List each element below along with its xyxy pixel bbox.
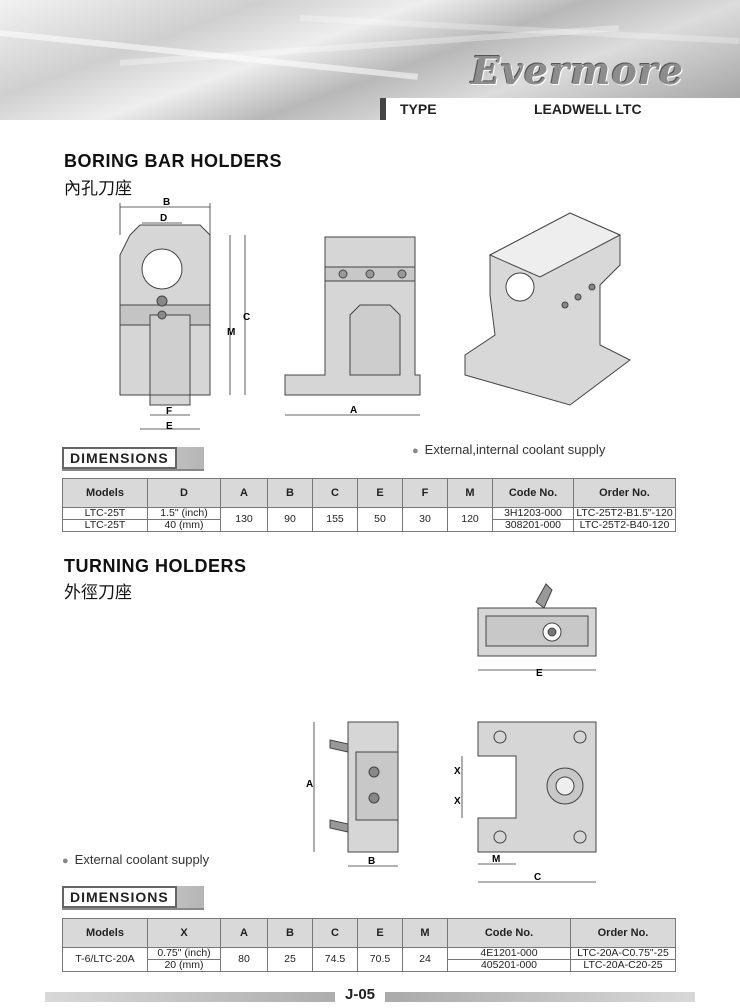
dim-e: E: [166, 421, 173, 432]
turning-side-view: [329, 721, 399, 853]
dim-e: E: [536, 668, 543, 679]
boring-title: BORING BAR HOLDERS: [64, 151, 283, 171]
table-header-row: Models D A B C E F M Code No. Order No.: [62, 478, 676, 508]
turning-front-view: [477, 721, 597, 853]
dim-x: X: [454, 766, 461, 777]
dim-f: F: [166, 406, 172, 417]
brand-logo: Evermore: [471, 48, 684, 93]
turning-drawings: E A B X X M C: [306, 583, 597, 883]
dim-a: A: [306, 779, 313, 790]
turning-note: External coolant supply: [62, 852, 209, 867]
table-row: 20 (mm) 405201-000 LTC-20A-C20-25: [63, 959, 676, 972]
boring-spec-table: Models D A B C E F M Code No. Order No. …: [62, 478, 676, 532]
table-row: T-6/LTC-20A 0.75" (inch) 80 25 74.5 70.5…: [62, 947, 676, 972]
dim-c: C: [534, 872, 541, 883]
dim-m: M: [492, 854, 500, 865]
turning-subtitle: 外徑刀座: [64, 583, 132, 603]
type-bar: [380, 98, 740, 120]
boring-drawings: B D C M F E A: [119, 197, 631, 432]
dim-x: X: [454, 796, 461, 807]
boring-dimensions-tab: DIMENSIONS: [62, 447, 204, 471]
dim-d: D: [160, 213, 167, 224]
table-header-row: Models X A B C E M Code No. Order No.: [62, 918, 676, 948]
boring-iso-view: [464, 212, 631, 406]
boring-subtitle: 內孔刀座: [64, 179, 132, 199]
boring-front-view: [119, 224, 211, 406]
turning-title: TURNING HOLDERS: [64, 556, 247, 576]
turning-spec-table: Models X A B C E M Code No. Order No. T-…: [62, 918, 676, 972]
boring-note: External,internal coolant supply: [412, 442, 606, 457]
boring-side-view: [284, 236, 421, 396]
page-number: J-05: [335, 986, 386, 1003]
type-value: LEADWELL LTC: [534, 101, 642, 117]
dim-b: B: [163, 197, 170, 208]
type-label: TYPE: [400, 101, 437, 117]
dim-m: M: [227, 327, 235, 338]
dim-b: B: [368, 856, 375, 867]
dim-c: C: [243, 312, 250, 323]
turning-dimensions-tab: DIMENSIONS: [62, 886, 204, 910]
table-row: LTC-25T 1.5" (inch) 130 90 155 50 30 120…: [62, 507, 676, 532]
dim-a: A: [350, 405, 357, 416]
turning-top-view: [477, 583, 597, 657]
table-row: LTC-25T 40 (mm) 308201-000 LTC-25T2-B40-…: [62, 519, 676, 532]
